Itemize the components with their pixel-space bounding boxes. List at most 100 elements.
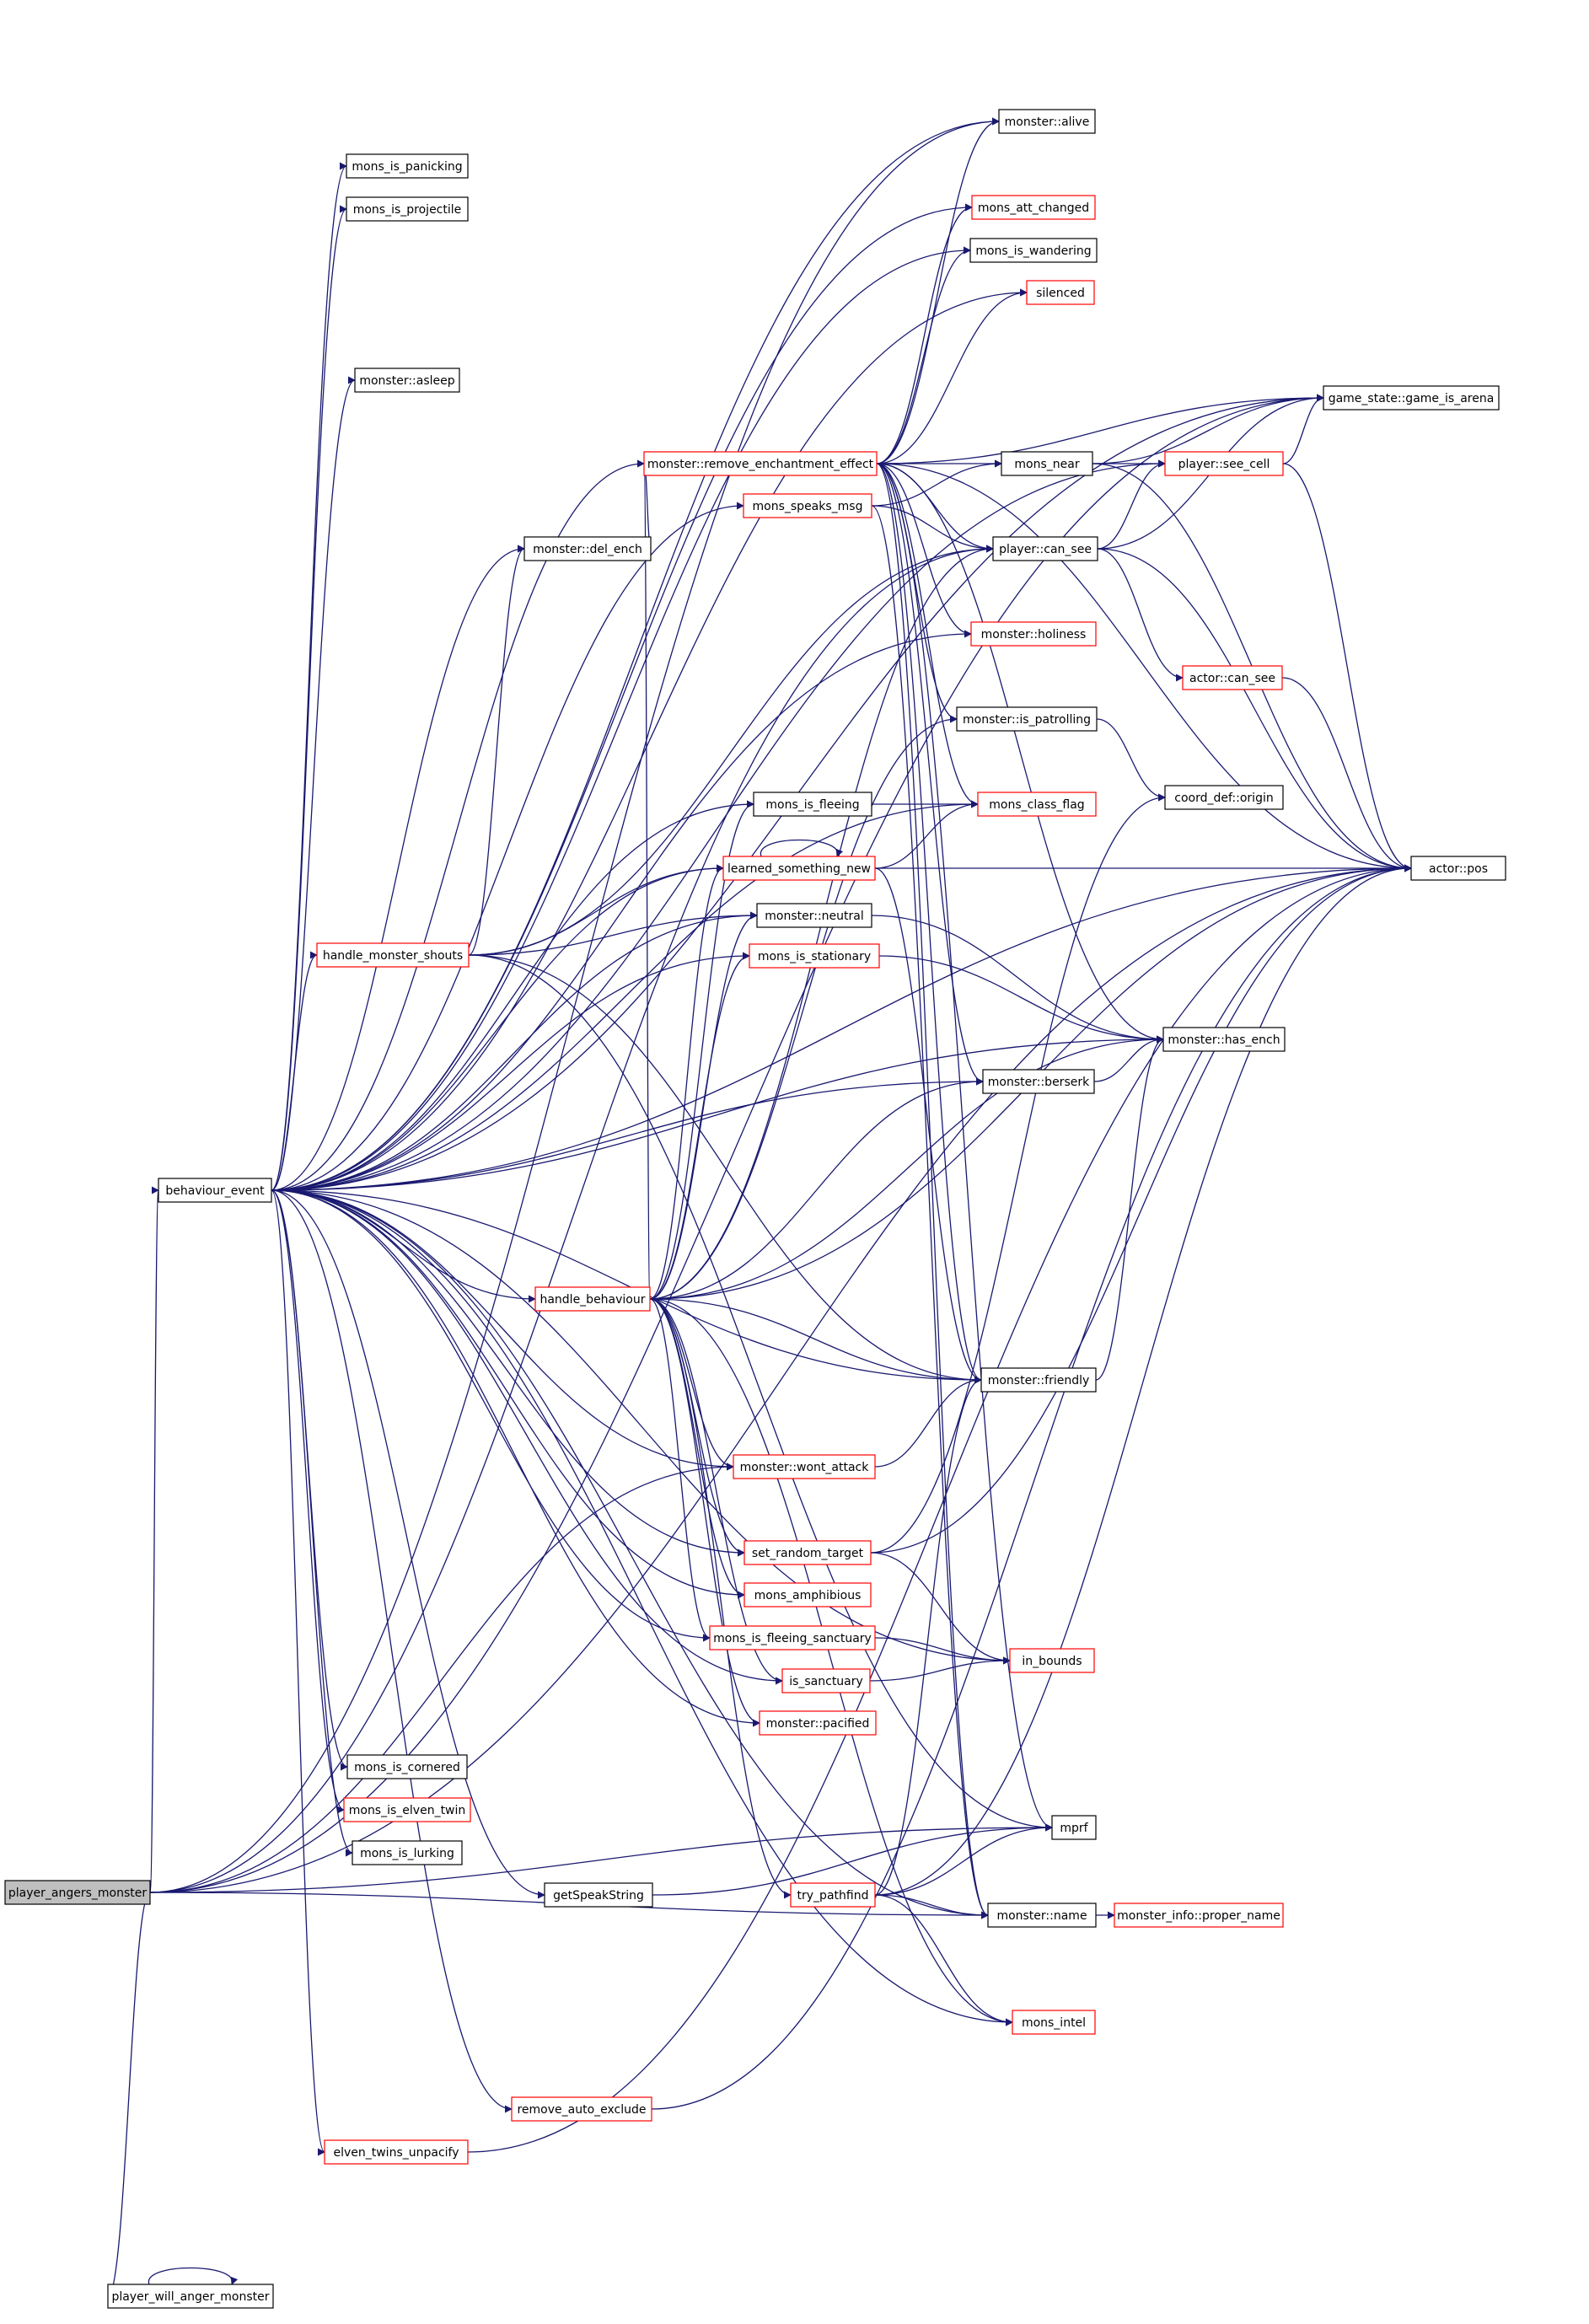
node-mprf[interactable]: mprf — [1051, 1815, 1097, 1840]
node-is-sanctuary[interactable]: is_sanctuary — [781, 1668, 871, 1693]
edge-monster-remove-enchantment-effect-to-monster-berserk — [876, 463, 984, 1086]
node-box — [956, 706, 1098, 732]
node-actor-can-see[interactable]: actor::can_see — [1182, 665, 1283, 690]
node-mons-is-wandering[interactable]: mons_is_wandering — [969, 238, 1098, 263]
node-label: player_angers_monster — [8, 1887, 147, 1900]
node-mons-is-panicking[interactable]: mons_is_panicking — [346, 153, 469, 179]
node-box — [1009, 1648, 1095, 1673]
node-monster-holiness[interactable]: monster::holiness — [970, 621, 1097, 647]
node-behaviour-event[interactable]: behaviour_event — [158, 1178, 272, 1203]
edge-player-can-see-to-actor-pos — [1097, 548, 1412, 872]
node-monster-wont-attack[interactable]: monster::wont_attack — [733, 1454, 876, 1479]
node-player-see-cell[interactable]: player::see_cell — [1164, 451, 1284, 476]
node-label: learned_something_new — [727, 862, 871, 876]
node-box — [1001, 451, 1093, 476]
node-try-pathfind[interactable]: try_pathfind — [790, 1882, 876, 1908]
node-monster-alive[interactable]: monster::alive — [998, 109, 1096, 134]
node-player-angers-monster[interactable]: player_angers_monster — [4, 1880, 151, 1905]
node-handle-behaviour[interactable]: handle_behaviour — [534, 1286, 651, 1312]
node-box — [759, 1710, 877, 1736]
edge-learned-something-new-to-mons-class-flag — [874, 800, 979, 869]
edge-mons-speaks-msg-to-monster-name — [871, 505, 989, 1919]
node-label: monster::friendly — [988, 1374, 1090, 1387]
node-monster-pacified[interactable]: monster::pacified — [759, 1710, 877, 1736]
edge-handle-behaviour-to-monster-pacified — [649, 1298, 760, 1727]
node-coord-def-origin[interactable]: coord_def::origin — [1164, 785, 1284, 810]
edge-try-pathfind-to-actor-pos — [874, 864, 1412, 1896]
node-label: monster::has_ench — [1168, 1033, 1280, 1047]
node-game-state-game-is-arena[interactable]: game_state::game_is_arena — [1323, 385, 1500, 411]
node-mons-intel[interactable]: mons_intel — [1012, 2010, 1096, 2035]
node-label: mons_is_lurking — [360, 1847, 454, 1860]
node-label: mons_is_fleeing_sanctuary — [713, 1632, 872, 1645]
edge-handle-behaviour-to-mons-is-stationary — [649, 952, 750, 1300]
node-elven-twins-unpacify[interactable]: elven_twins_unpacify — [324, 2139, 469, 2165]
node-box — [643, 451, 878, 476]
node-monster-remove-enchantment-effect[interactable]: monster::remove_enchantment_effect — [643, 451, 878, 476]
edge-monster-remove-enchantment-effect-to-mons-att-changed — [876, 203, 973, 464]
node-mons-is-cornered[interactable]: mons_is_cornered — [346, 1754, 468, 1779]
node-box — [523, 536, 652, 561]
edge-behaviour-event-to-monster-alive — [271, 117, 1000, 1191]
node-monster-del-ench[interactable]: monster::del_ench — [523, 536, 652, 561]
node-mons-amphibious[interactable]: mons_amphibious — [744, 1582, 872, 1607]
node-box — [977, 792, 1097, 817]
edge-monster-remove-enchantment-effect-to-actor-pos — [876, 463, 1412, 872]
node-mons-near[interactable]: mons_near — [1001, 451, 1093, 476]
node-monster-is-patrolling[interactable]: monster::is_patrolling — [956, 706, 1098, 732]
node-box — [1012, 2010, 1096, 2035]
edge-elven-twins-unpacify-to-actor-pos — [467, 864, 1412, 2153]
node-in-bounds[interactable]: in_bounds — [1009, 1648, 1095, 1673]
node-getSpeakString[interactable]: getSpeakString — [544, 1882, 653, 1908]
node-box — [346, 153, 469, 179]
node-handle-monster-shouts[interactable]: handle_monster_shouts — [316, 942, 470, 968]
function-nodes: player_angers_monster player_will_anger_m… — [4, 109, 1506, 2309]
node-actor-pos[interactable]: actor::pos — [1410, 856, 1506, 881]
node-mons-is-projectile[interactable]: mons_is_projectile — [346, 196, 469, 222]
node-mons-is-elven-twin[interactable]: mons_is_elven_twin — [343, 1797, 471, 1822]
edge-behaviour-event-to-mons-is-lurking — [271, 1189, 353, 1857]
node-box — [998, 109, 1096, 134]
edge-handle-behaviour-to-monster-berserk — [649, 1077, 984, 1300]
node-monster-asleep[interactable]: monster::asleep — [354, 368, 460, 393]
node-mons-class-flag[interactable]: mons_class_flag — [977, 792, 1097, 817]
node-monster-friendly[interactable]: monster::friendly — [980, 1367, 1097, 1393]
edge-player-angers-monster-to-behaviour-event — [149, 1188, 159, 1893]
node-mons-is-stationary[interactable]: mons_is_stationary — [749, 943, 880, 969]
node-monster-info-proper-name[interactable]: monster_info::proper_name — [1114, 1903, 1284, 1928]
node-monster-neutral[interactable]: monster::neutral — [756, 903, 872, 928]
node-silenced[interactable]: silenced — [1026, 280, 1095, 305]
node-mons-speaks-msg[interactable]: mons_speaks_msg — [743, 493, 872, 518]
edge-try-pathfind-to-mprf — [874, 1823, 1053, 1896]
node-mons-is-fleeing-sanctuary[interactable]: mons_is_fleeing_sanctuary — [709, 1625, 876, 1650]
node-player-can-see[interactable]: player::can_see — [992, 536, 1098, 561]
node-box — [970, 621, 1097, 647]
edge-behaviour-event-to-monster-del-ench — [271, 545, 525, 1191]
edge-behaviour-event-to-monster-neutral — [271, 911, 758, 1191]
node-box — [753, 792, 872, 817]
edge-behaviour-event-to-player-see-cell — [271, 459, 1166, 1191]
node-box — [511, 2096, 652, 2122]
node-mons-is-lurking[interactable]: mons_is_lurking — [352, 1840, 463, 1865]
edge-behaviour-event-to-monster-has-ench — [271, 1035, 1164, 1191]
node-label: monster::wont_attack — [740, 1461, 870, 1474]
edge-monster-remove-enchantment-effect-to-monster-alive — [876, 117, 1000, 464]
edge-behaviour-event-to-monster-holiness — [271, 630, 972, 1191]
node-monster-has-ench[interactable]: monster::has_ench — [1162, 1027, 1286, 1052]
node-mons-att-changed[interactable]: mons_att_changed — [971, 195, 1096, 220]
node-monster-name[interactable]: monster::name — [987, 1903, 1097, 1928]
node-learned-something-new[interactable]: learned_something_new — [722, 856, 876, 881]
node-mons-is-fleeing[interactable]: mons_is_fleeing — [753, 792, 872, 817]
node-box — [107, 2284, 274, 2309]
node-remove-auto-exclude[interactable]: remove_auto_exclude — [511, 2096, 652, 2122]
node-box — [722, 856, 876, 881]
node-box — [992, 536, 1098, 561]
node-label: is_sanctuary — [789, 1675, 863, 1688]
node-set-random-target[interactable]: set_random_target — [744, 1540, 872, 1565]
edge-handle-monster-shouts-to-monster-friendly — [468, 954, 982, 1384]
node-label: monster::neutral — [765, 910, 864, 923]
node-player-will-anger-monster[interactable]: player_will_anger_monster — [107, 2284, 274, 2309]
node-label: mprf — [1060, 1822, 1088, 1835]
edge-player-see-cell-to-actor-pos — [1282, 463, 1412, 872]
node-monster-berserk[interactable]: monster::berserk — [982, 1069, 1095, 1094]
